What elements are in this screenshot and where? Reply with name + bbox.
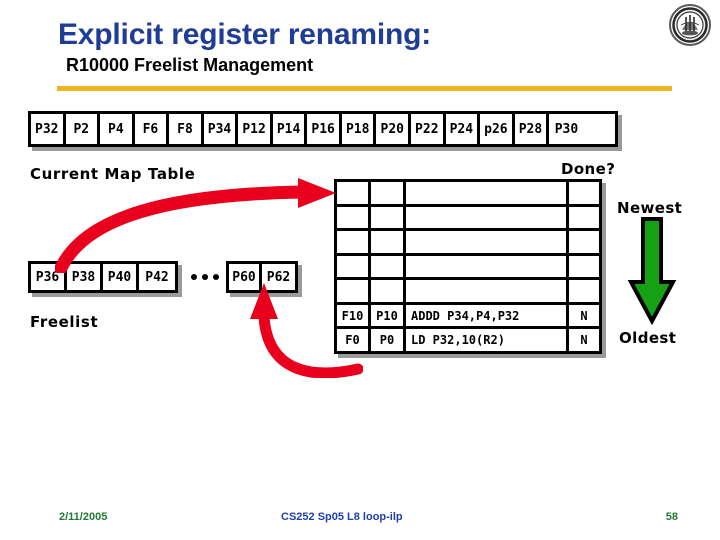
rob-instruction: LD P32,10(R2) bbox=[406, 329, 569, 352]
footer-page-number: 58 bbox=[665, 511, 678, 523]
rob-done-flag bbox=[569, 256, 599, 278]
rob-phys-reg bbox=[371, 255, 406, 278]
rob-arch-reg bbox=[337, 255, 371, 278]
rob-instruction: ADDD P34,P4,P32 bbox=[406, 304, 569, 327]
red-curved-arrow-right-icon bbox=[55, 178, 336, 273]
rob-phys-reg: P0 bbox=[371, 329, 406, 352]
berkeley-seal-icon bbox=[669, 4, 711, 46]
rob-phys-reg bbox=[371, 206, 406, 229]
red-curved-arrow-up-icon bbox=[250, 283, 363, 378]
map-table-cell: P30 bbox=[549, 114, 584, 144]
table-row bbox=[337, 182, 599, 207]
rob-phys-reg bbox=[371, 280, 406, 302]
page-subtitle: R10000 Freelist Management bbox=[66, 55, 314, 75]
rob-phys-reg bbox=[371, 231, 406, 253]
map-table-cell: P24 bbox=[445, 114, 481, 144]
table-row bbox=[337, 280, 599, 305]
rob-arch-reg bbox=[337, 280, 371, 302]
rob-arch-reg bbox=[337, 182, 371, 204]
table-row bbox=[337, 255, 599, 281]
rob-instruction bbox=[406, 206, 569, 229]
rob-arch-reg bbox=[337, 231, 371, 253]
freelist-cell: P40 bbox=[103, 264, 139, 290]
map-table-cell: p26 bbox=[480, 114, 515, 144]
footer-date: 2/11/2005 bbox=[59, 511, 108, 523]
map-table-cell: F6 bbox=[134, 114, 170, 144]
rob-done-flag bbox=[569, 280, 599, 302]
newest-label: Newest bbox=[617, 199, 683, 217]
current-map-table: P32 P2 P4 F6 F8 P34 P12 P14 P16 P18 P20 … bbox=[28, 111, 618, 147]
freelist-cell: P38 bbox=[67, 264, 103, 290]
current-map-table-label: Current Map Table bbox=[30, 165, 196, 183]
freelist-ellipsis-icon bbox=[184, 261, 226, 293]
map-table-cell: P28 bbox=[514, 114, 550, 144]
freelist-cell: P62 bbox=[262, 264, 295, 290]
rob-arch-reg: F10 bbox=[337, 304, 371, 327]
rob-done-flag bbox=[569, 182, 599, 204]
map-table-cell: P34 bbox=[203, 114, 239, 144]
freelist-cell: P60 bbox=[229, 264, 262, 290]
page-title: Explicit register renaming: bbox=[58, 18, 432, 51]
map-table-cell: P16 bbox=[307, 114, 342, 144]
green-down-arrow-icon bbox=[627, 217, 677, 326]
rob-done-flag: N bbox=[580, 333, 588, 348]
map-table-cell: F8 bbox=[169, 114, 204, 144]
freelist-tail: P60 P62 bbox=[226, 261, 298, 293]
freelist-label: Freelist bbox=[30, 313, 99, 331]
map-table-cell: P32 bbox=[31, 114, 66, 144]
map-table-cell: P4 bbox=[100, 114, 135, 144]
rob-instruction bbox=[406, 231, 569, 253]
map-table-cell: P14 bbox=[272, 114, 308, 144]
freelist-head: P36 P38 P40 P42 bbox=[28, 261, 178, 293]
rob-done-flag bbox=[569, 207, 599, 229]
map-table-cell: P12 bbox=[238, 114, 273, 144]
table-row: F0 P0 LD P32,10(R2) N bbox=[337, 329, 599, 352]
title-divider bbox=[57, 86, 672, 91]
oldest-label: Oldest bbox=[619, 329, 677, 347]
rob-done-flag: N bbox=[580, 308, 588, 323]
rob-arch-reg: F0 bbox=[337, 329, 371, 352]
reorder-buffer-table: F10 P10 ADDD P34,P4,P32 N F0 P0 LD P32,1… bbox=[334, 179, 602, 354]
done-column-label: Done? bbox=[561, 160, 616, 178]
table-row bbox=[337, 231, 599, 256]
rob-instruction bbox=[406, 280, 569, 302]
map-table-cell: P22 bbox=[411, 114, 446, 144]
table-row bbox=[337, 206, 599, 232]
map-table-cell: P20 bbox=[376, 114, 412, 144]
rob-phys-reg bbox=[371, 182, 406, 204]
rob-arch-reg bbox=[337, 206, 371, 229]
freelist-cell: P42 bbox=[139, 264, 175, 290]
map-table-cell: P18 bbox=[341, 114, 377, 144]
rob-phys-reg: P10 bbox=[371, 304, 406, 327]
rob-instruction bbox=[406, 255, 569, 278]
rob-instruction bbox=[406, 182, 569, 204]
footer-course-label: CS252 Sp05 L8 loop-ilp bbox=[281, 511, 403, 523]
table-row: F10 P10 ADDD P34,P4,P32 N bbox=[337, 304, 599, 330]
map-table-cell: P2 bbox=[65, 114, 101, 144]
rob-done-flag bbox=[569, 231, 599, 253]
